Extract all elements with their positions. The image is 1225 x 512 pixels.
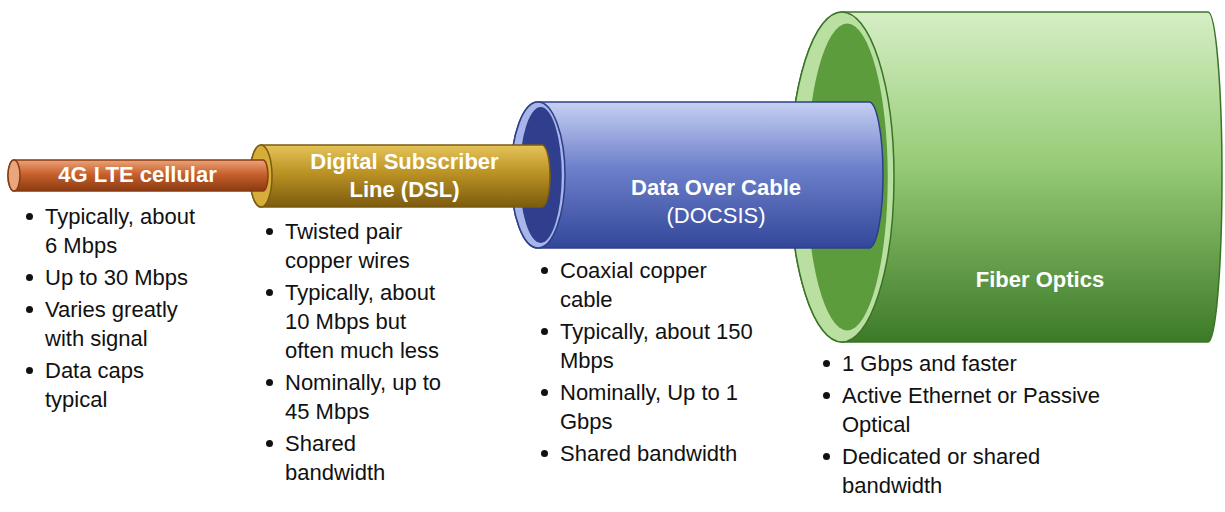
bullet-text: Nominally, Up to 1 Gbps [560,378,760,436]
bullet-text: Typically, about 10 Mbps but often much … [285,278,455,365]
bullet-text: Data caps typical [45,356,208,414]
tube-node: Data Over Cable(DOCSIS) [511,102,883,248]
tube-node: Digital Subscriber Line (DSL) [250,145,550,207]
bullet-column: Twisted pair copper wiresTypically, abou… [285,217,455,490]
bullet-text: Up to 30 Mbps [45,263,208,292]
tube-end [511,102,565,248]
tube-opening [520,107,562,243]
tube-end [790,12,894,342]
tube-title: Digital Subscriber Line (DSL) [292,148,517,204]
tube-body [8,160,268,191]
bullet-column: Typically, about 6 Mbps Up to 30 MbpsVari… [45,202,208,417]
bullet-text: Coaxial copper cable [560,256,760,314]
bullet-text: Nominally, up to 45 Mbps [285,368,455,426]
bullet-text: Active Ethernet or Passive Optical [842,381,1132,439]
bullet-text: Dedicated or shared bandwidth [842,442,1132,500]
tube-title: Fiber Optics [940,266,1140,294]
tube-label: Data Over Cable [591,174,841,202]
bullet-column: 1 Gbps and fasterActive Ethernet or Pass… [842,349,1132,503]
tube-end [8,160,20,191]
bullet-column: Coaxial copper cableTypically, about 150… [560,256,760,471]
bullet-text: Varies greatly with signal [45,295,208,353]
tube-body [511,102,883,248]
tube-title: Data Over Cable(DOCSIS) [591,174,841,230]
tube-body [790,12,1222,342]
tube-opening [807,24,888,331]
tube-end [250,145,272,207]
tube-title: 4G LTE cellular [30,161,245,189]
tube-label: 4G LTE cellular [30,161,245,189]
tube-label: (DOCSIS) [591,202,841,230]
bullet-text: Shared bandwidth [285,429,455,487]
tube-label: Digital Subscriber Line (DSL) [292,148,517,204]
bullet-text: Typically, about 6 Mbps [45,202,208,260]
bullet-text: 1 Gbps and faster [842,349,1132,378]
bullet-text: Shared bandwidth [560,439,760,468]
tube-body [250,145,550,207]
tube-node: 4G LTE cellular [8,160,268,191]
bullet-text: Twisted pair copper wires [285,217,455,275]
tube-label: Fiber Optics [940,266,1140,294]
bullet-text: Typically, about 150 Mbps [560,317,760,375]
